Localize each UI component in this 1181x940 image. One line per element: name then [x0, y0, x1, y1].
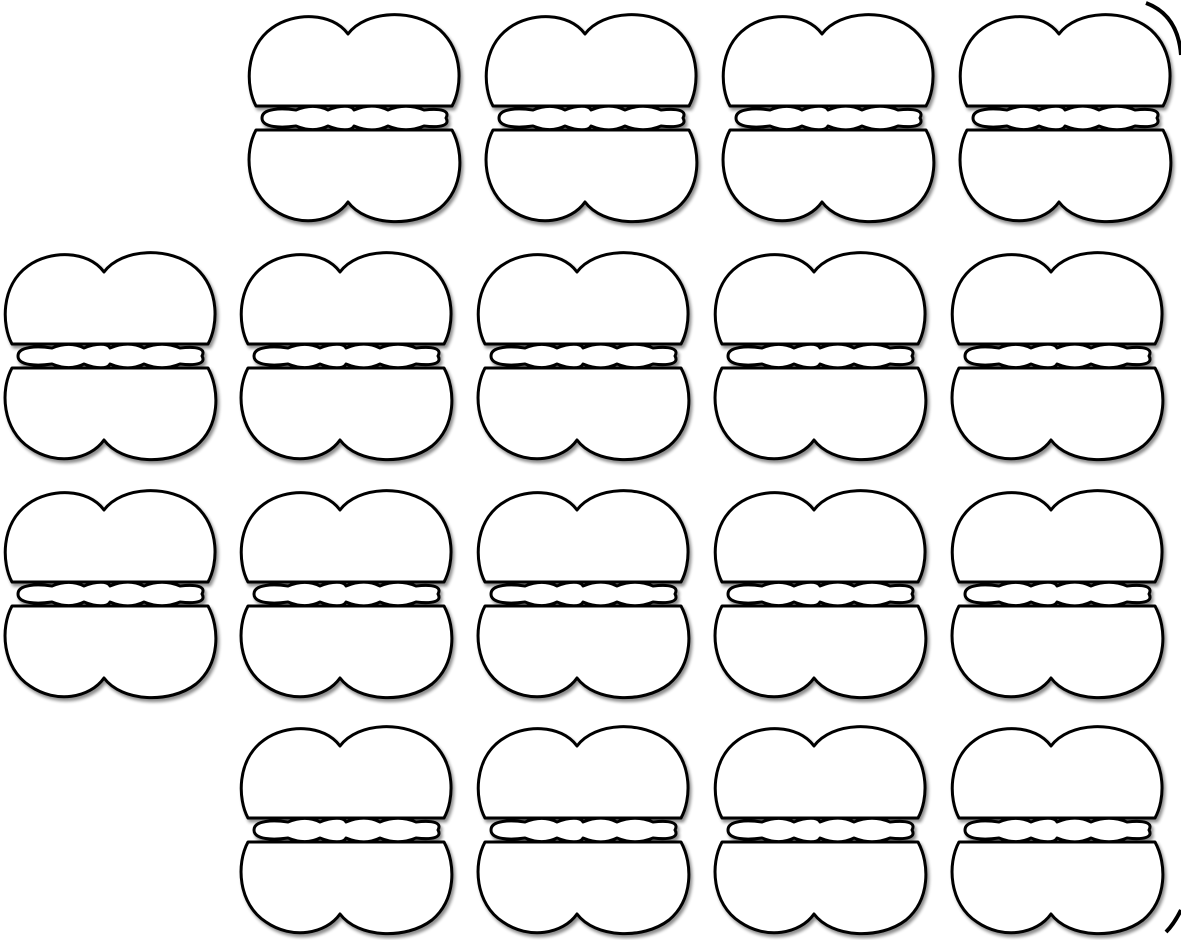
- cookie-top-half: [5, 491, 215, 582]
- cookie-bottom-half: [478, 842, 689, 934]
- sandwich-cookie: [952, 491, 1163, 698]
- cookie-top-half: [241, 253, 451, 344]
- cookie-top-half: [249, 15, 459, 106]
- cookie-filling: [491, 344, 676, 368]
- cookie-bottom-half: [478, 606, 689, 698]
- sandwich-cookie: [723, 15, 934, 222]
- sandwich-cookie: [478, 253, 689, 460]
- cookie-top-half: [952, 253, 1162, 344]
- cookie-bottom-half: [715, 842, 926, 934]
- sandwich-cookie: [715, 727, 926, 934]
- sandwich-cookie: [715, 253, 926, 460]
- cookie-bottom-half: [715, 368, 926, 460]
- cookie-top-half: [5, 253, 215, 344]
- cookie-bottom-half: [723, 130, 934, 222]
- cookie-filling: [18, 344, 203, 368]
- sandwich-cookie: [478, 727, 689, 934]
- cookie-filling: [262, 106, 447, 130]
- sandwich-cookie: [952, 727, 1163, 934]
- cookie-filling: [491, 818, 676, 842]
- sandwich-cookie: [241, 727, 452, 934]
- cookie-top-half: [715, 727, 925, 818]
- cookie-filling: [965, 344, 1150, 368]
- cookie-top-half: [478, 491, 688, 582]
- cookie-filling: [965, 818, 1150, 842]
- sandwich-cookie: [715, 491, 926, 698]
- bottom-right-corner-arc: [1166, 910, 1181, 932]
- sandwich-cookie: [249, 15, 460, 222]
- cookie-filling: [728, 582, 913, 606]
- cookie-top-half: [960, 15, 1170, 106]
- cookie-filling: [965, 582, 1150, 606]
- cookie-bottom-half: [241, 368, 452, 460]
- cookie-bottom-half: [715, 606, 926, 698]
- cookie-filling: [728, 818, 913, 842]
- cookie-bottom-half: [5, 368, 216, 460]
- cookie-top-half: [952, 727, 1162, 818]
- cookie-top-half: [241, 491, 451, 582]
- sandwich-cookie: [478, 491, 689, 698]
- cookie-filling: [491, 582, 676, 606]
- cookie-top-half: [478, 727, 688, 818]
- cookie-top-half: [715, 491, 925, 582]
- cookie-filling: [18, 582, 203, 606]
- cookie-filling: [254, 344, 439, 368]
- cookie-top-half: [241, 727, 451, 818]
- cookie-bottom-half: [478, 368, 689, 460]
- sandwich-cookie: [5, 253, 216, 460]
- cookie-bottom-half: [5, 606, 216, 698]
- cookie-filling: [499, 106, 684, 130]
- sandwich-cookie: [241, 491, 452, 698]
- sandwich-cookie: [486, 15, 697, 222]
- cookie-filling: [254, 818, 439, 842]
- cookie-top-half: [952, 491, 1162, 582]
- cookie-bottom-half: [960, 130, 1171, 222]
- cookie-top-half: [715, 253, 925, 344]
- sandwich-cookie: [952, 253, 1163, 460]
- cookie-bottom-half: [241, 606, 452, 698]
- cookie-top-half: [486, 15, 696, 106]
- cookie-filling: [736, 106, 921, 130]
- cookie-top-half: [723, 15, 933, 106]
- cookie-bottom-half: [486, 130, 697, 222]
- cookie-bottom-half: [952, 606, 1163, 698]
- sandwich-cookie: [5, 491, 216, 698]
- cookie-filling: [254, 582, 439, 606]
- cookie-bottom-half: [241, 842, 452, 934]
- cookie-top-half: [478, 253, 688, 344]
- cookie-bottom-half: [952, 842, 1163, 934]
- cookie-bottom-half: [952, 368, 1163, 460]
- sandwich-cookie: [960, 15, 1171, 222]
- cookie-filling: [728, 344, 913, 368]
- cookie-bottom-half: [249, 130, 460, 222]
- cookies-layer: [5, 15, 1171, 934]
- sandwich-cookie: [241, 253, 452, 460]
- cookie-filling: [973, 106, 1158, 130]
